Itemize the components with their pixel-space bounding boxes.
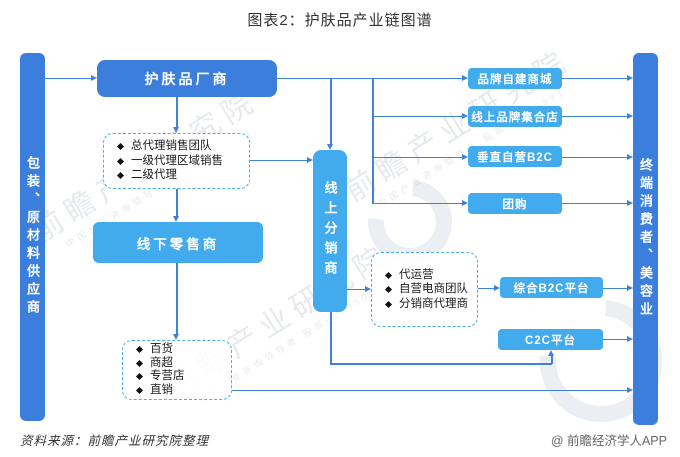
diamond-bullet-icon — [135, 346, 144, 354]
connector-line — [250, 159, 307, 161]
source-note: 资料来源：前瞻产业研究院整理 — [20, 434, 210, 448]
connector-line — [562, 115, 627, 117]
connector-line — [232, 389, 627, 391]
arrowhead-icon — [326, 144, 333, 150]
connector-line — [372, 115, 462, 117]
list-item: 直销 — [135, 384, 227, 398]
diamond-bullet-icon — [384, 271, 393, 279]
arrowhead-icon — [172, 334, 179, 340]
node-brand-collection-store: 线上品牌集合店 — [468, 106, 562, 127]
arrowhead-icon — [172, 127, 179, 133]
list-item: 分销商代理商 — [384, 297, 473, 312]
diamond-bullet-icon — [116, 157, 125, 165]
connector-line — [562, 202, 627, 204]
diamond-bullet-icon — [135, 386, 144, 394]
diamond-bullet-icon — [135, 373, 144, 381]
connector-line — [330, 312, 332, 364]
arrowhead-icon — [462, 199, 468, 206]
connector-line — [277, 77, 462, 79]
connector-line — [372, 202, 462, 204]
connector-line — [330, 78, 332, 144]
connector-line — [551, 356, 553, 364]
credit-note: @ 前瞻经济学人APP — [550, 434, 667, 448]
node-vertical-b2c: 垂直自营B2C — [468, 146, 562, 167]
connector-line — [478, 287, 494, 289]
node-group-buying: 团购 — [468, 193, 562, 214]
node-brand-mall: 品牌自建商城 — [468, 68, 562, 89]
node-supplier-bar: 包装、原材料供应商 — [20, 53, 45, 421]
agents-list: 总代理销售团队 一级代理区域销售 二级代理 — [103, 133, 250, 189]
arrowhead-icon — [365, 285, 371, 292]
arrowhead-icon — [627, 153, 633, 160]
connector-line — [176, 189, 178, 216]
list-item: 二级代理 — [116, 168, 245, 183]
ecommerce-ops-list: 代运营 自营电商团队 分销商代理商 — [371, 252, 478, 327]
arrowhead-icon — [91, 74, 97, 81]
connector-line — [372, 156, 462, 158]
diamond-bullet-icon — [135, 359, 144, 367]
connector-line — [562, 156, 627, 158]
arrowhead-icon — [172, 216, 179, 222]
connector-line — [603, 287, 627, 289]
arrowhead-icon — [307, 156, 313, 163]
list-item: 总代理销售团队 — [116, 139, 245, 154]
list-item: 专营店 — [135, 370, 227, 384]
arrowhead-icon — [627, 199, 633, 206]
arrowhead-icon — [462, 153, 468, 160]
node-online-distributor: 线上分销商 — [313, 150, 347, 312]
offline-channels-list: 百货 商超 专营店 直销 — [122, 340, 232, 400]
connector-line — [176, 263, 178, 334]
list-item: 百货 — [135, 343, 227, 357]
arrowhead-icon — [462, 74, 468, 81]
arrowhead-icon — [494, 284, 500, 291]
arrowhead-icon — [547, 350, 554, 356]
arrowhead-icon — [627, 386, 633, 393]
arrowhead-icon — [627, 74, 633, 81]
list-item: 自营电商团队 — [384, 282, 473, 297]
connector-line — [372, 78, 374, 204]
connector-line — [45, 77, 91, 79]
diamond-bullet-icon — [116, 142, 125, 151]
arrowhead-icon — [627, 112, 633, 119]
list-item: 商超 — [135, 357, 227, 371]
connector-line — [603, 338, 627, 340]
arrowhead-icon — [627, 335, 633, 342]
connector-line — [562, 77, 627, 79]
diamond-bullet-icon — [384, 300, 393, 308]
arrowhead-icon — [627, 284, 633, 291]
arrowhead-icon — [462, 112, 468, 119]
node-b2c-platform: 综合B2C平台 — [500, 277, 603, 298]
list-item: 代运营 — [384, 268, 473, 283]
node-manufacturer: 护肤品厂商 — [97, 60, 277, 97]
list-item: 一级代理区域销售 — [116, 154, 245, 169]
node-consumer-bar: 终端消费者、美容业 — [633, 53, 658, 425]
diamond-bullet-icon — [384, 285, 393, 294]
diamond-bullet-icon — [116, 171, 125, 180]
node-offline-retailer: 线下零售商 — [93, 222, 263, 263]
node-c2c-platform: C2C平台 — [498, 329, 603, 350]
connector-line — [176, 97, 178, 127]
connector-line — [347, 288, 365, 290]
connector-line — [330, 363, 552, 365]
chart-title: 图表2：护肤品产业链图谱 — [247, 12, 433, 29]
